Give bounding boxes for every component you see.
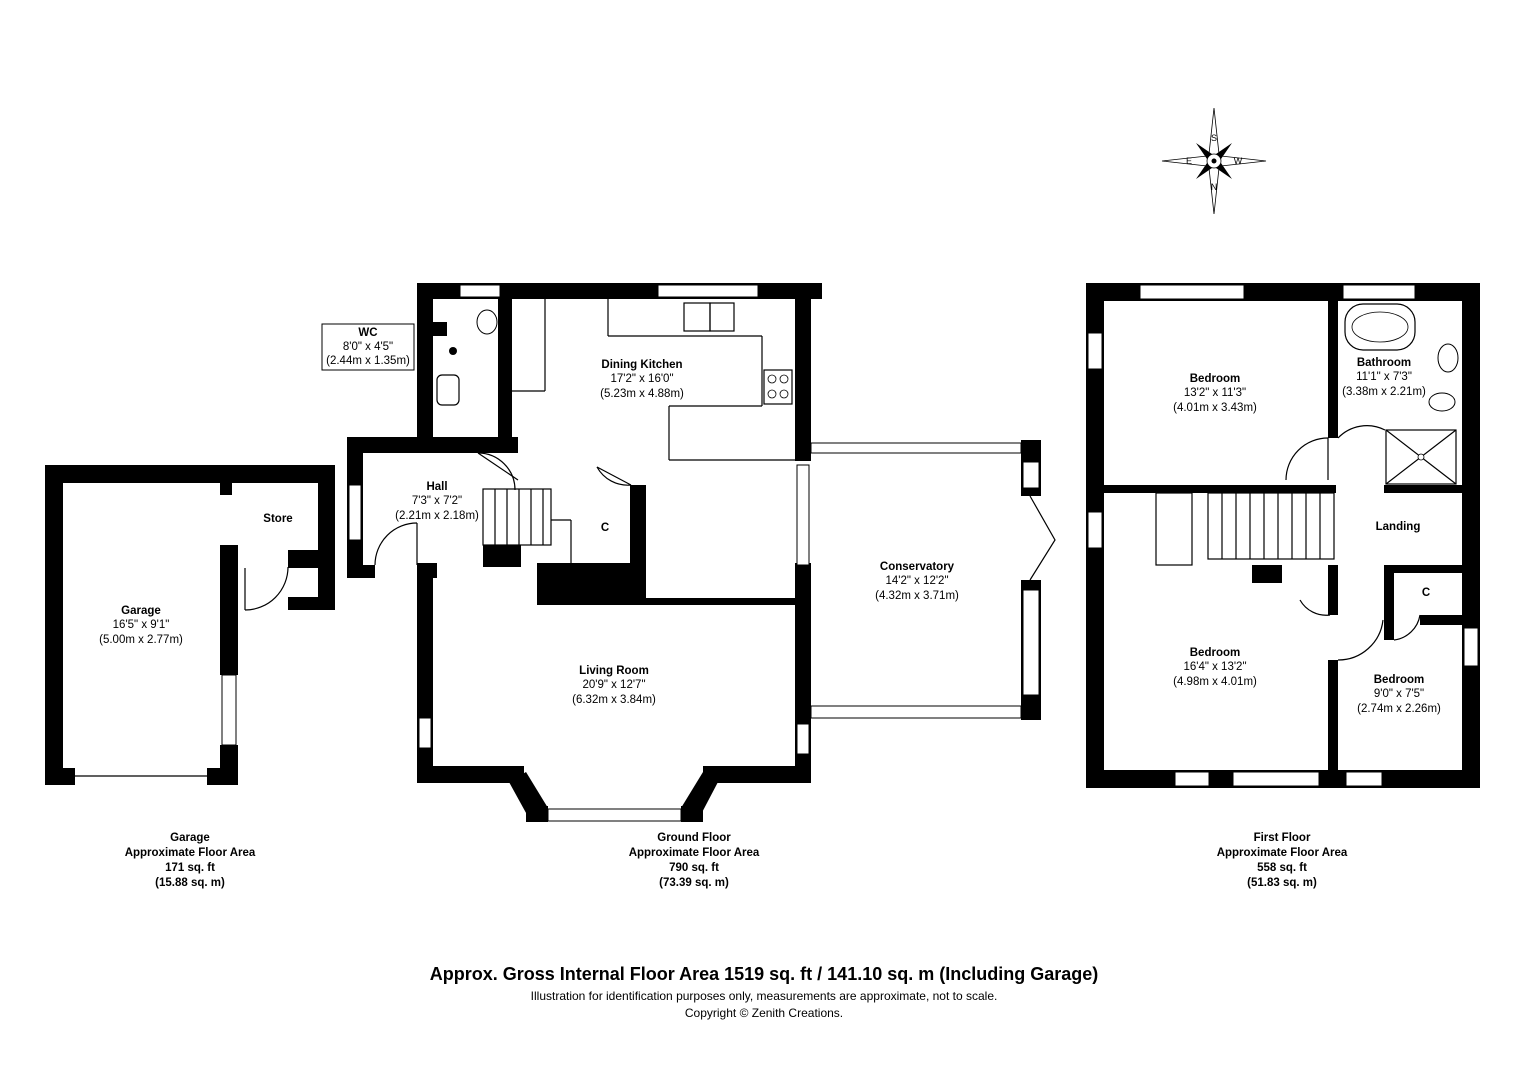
compass-e: E (1186, 156, 1192, 166)
dining-kitchen-name: Dining Kitchen (601, 359, 682, 371)
garage-floor-sqft: 171 sq. ft (165, 862, 215, 874)
garage-floor-name: Garage (170, 832, 210, 844)
garage-name: Garage (121, 605, 161, 617)
compass-w: W (1234, 156, 1243, 166)
hall-imperial: 7'3" x 7'2" (412, 495, 462, 507)
hall-metric: (2.21m x 2.18m) (395, 510, 479, 522)
bedroom-3-name: Bedroom (1374, 674, 1424, 686)
living-room-name: Living Room (579, 665, 649, 677)
room-label-garage: Garage 16'5" x 9'1" (5.00m x 2.77m) (99, 605, 183, 646)
compass-n: N (1211, 182, 1218, 192)
ground-floor-sqm: (73.39 sq. m) (659, 877, 729, 889)
conservatory-metric: (4.32m x 3.71m) (875, 590, 959, 602)
first-floor-sqm: (51.83 sq. m) (1247, 877, 1317, 889)
cupboard-first-name: C (1422, 587, 1430, 599)
dining-kitchen-metric: (5.23m x 4.88m) (600, 388, 684, 400)
wc-metric: (2.44m x 1.35m) (326, 355, 410, 367)
first-floor-sqft: 558 sq. ft (1257, 862, 1307, 874)
garage-floor-sqm: (15.88 sq. m) (155, 877, 225, 889)
floor-area-first: First Floor Approximate Floor Area 558 s… (1217, 832, 1348, 889)
ground-floor-sqft: 790 sq. ft (669, 862, 719, 874)
ground-floor-label: Approximate Floor Area (629, 847, 760, 859)
compass-rose-icon: S W N E (1161, 107, 1267, 215)
first-floor-label: Approximate Floor Area (1217, 847, 1348, 859)
bedroom-2-imperial: 16'4" x 13'2" (1183, 661, 1246, 673)
store-name: Store (263, 513, 292, 525)
room-label-bedroom-1: Bedroom 13'2" x 11'3" (4.01m x 3.43m) (1173, 373, 1257, 414)
bathroom-imperial: 11'1" x 7'3" (1356, 371, 1412, 383)
room-label-hall: Hall 7'3" x 7'2" (2.21m x 2.18m) (395, 481, 479, 522)
room-label-conservatory: Conservatory 14'2" x 12'2" (4.32m x 3.71… (875, 561, 959, 602)
garage-plan (45, 465, 335, 785)
garage-metric: (5.00m x 2.77m) (99, 634, 183, 646)
first-floor-name: First Floor (1254, 832, 1311, 844)
first-floor-plan (1086, 283, 1480, 788)
floor-area-ground: Ground Floor Approximate Floor Area 790 … (629, 832, 760, 889)
dining-kitchen-imperial: 17'2" x 16'0" (610, 373, 673, 385)
room-label-bedroom-2: Bedroom 16'4" x 13'2" (4.98m x 4.01m) (1173, 647, 1257, 688)
living-room-metric: (6.32m x 3.84m) (572, 694, 656, 706)
room-label-bedroom-3: Bedroom 9'0" x 7'5" (2.74m x 2.26m) (1357, 674, 1441, 715)
hall-name: Hall (426, 481, 447, 493)
cupboard-ground-name: C (601, 522, 609, 534)
bathroom-name: Bathroom (1357, 357, 1411, 369)
bedroom-1-metric: (4.01m x 3.43m) (1173, 402, 1257, 414)
room-label-dining-kitchen: Dining Kitchen 17'2" x 16'0" (5.23m x 4.… (600, 359, 684, 400)
conservatory-imperial: 14'2" x 12'2" (885, 575, 948, 587)
landing-name: Landing (1376, 521, 1421, 533)
conservatory-name: Conservatory (880, 561, 955, 573)
living-room-imperial: 20'9" x 12'7" (582, 679, 645, 691)
disclaimer: Illustration for identification purposes… (531, 989, 998, 1003)
bathroom-metric: (3.38m x 2.21m) (1342, 386, 1426, 398)
bedroom-3-imperial: 9'0" x 7'5" (1374, 688, 1424, 700)
copyright: Copyright © Zenith Creations. (685, 1006, 843, 1020)
bedroom-1-name: Bedroom (1190, 373, 1240, 385)
ground-floor-name: Ground Floor (657, 832, 731, 844)
room-label-bathroom: Bathroom 11'1" x 7'3" (3.38m x 2.21m) (1342, 357, 1426, 398)
bedroom-2-name: Bedroom (1190, 647, 1240, 659)
garage-imperial: 16'5" x 9'1" (113, 619, 170, 631)
total-floor-area: Approx. Gross Internal Floor Area 1519 s… (430, 964, 1099, 984)
floor-area-garage: Garage Approximate Floor Area 171 sq. ft… (125, 832, 256, 889)
wc-name: WC (358, 327, 377, 339)
bedroom-1-imperial: 13'2" x 11'3" (1184, 387, 1246, 399)
room-label-living-room: Living Room 20'9" x 12'7" (6.32m x 3.84m… (572, 665, 656, 706)
ground-floor-plan (347, 283, 1056, 822)
room-label-wc: WC 8'0" x 4'5" (2.44m x 1.35m) (321, 323, 415, 371)
bedroom-2-metric: (4.98m x 4.01m) (1173, 676, 1257, 688)
compass-s: S (1211, 133, 1217, 143)
bedroom-3-metric: (2.74m x 2.26m) (1357, 703, 1441, 715)
wc-imperial: 8'0" x 4'5" (343, 341, 393, 353)
garage-floor-label: Approximate Floor Area (125, 847, 256, 859)
